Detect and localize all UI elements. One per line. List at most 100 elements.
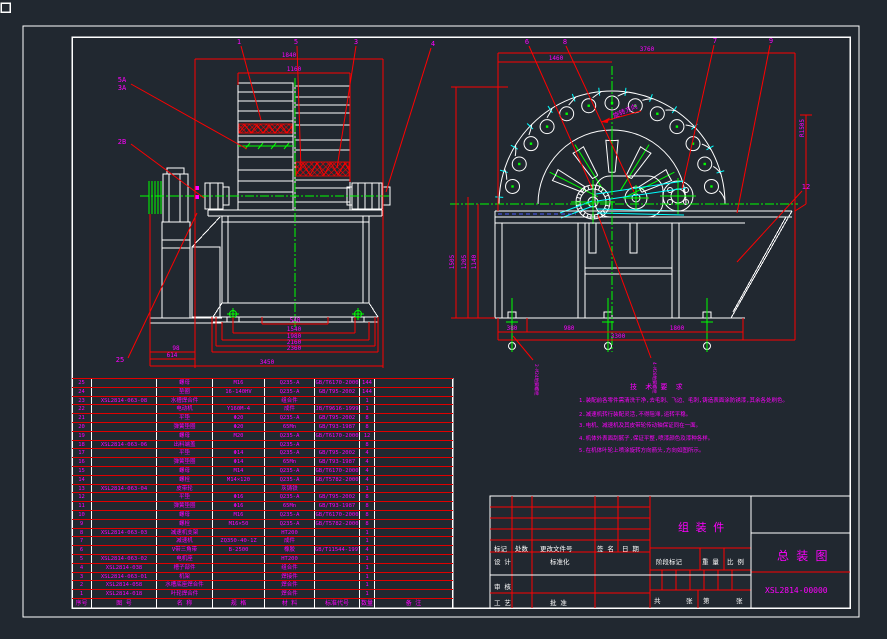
bom-cell: GB/T6170-2000: [315, 432, 360, 440]
svg-text:3760: 3760: [640, 46, 655, 53]
bom-cell: 槽子部件: [157, 564, 213, 572]
bom-cell: 焊合件: [265, 590, 315, 598]
bom-cell: 15: [72, 467, 92, 475]
bom-cell: 弹簧垫圈: [157, 502, 213, 510]
note-line-1: 1.装配前各零件需清洗干净,去毛刺、飞边、毛刺,铸造表面涂防锈漆,其余各处刷色。: [579, 396, 788, 404]
bom-cell: [213, 573, 265, 581]
bom-cell: 1: [72, 590, 92, 598]
bom-cell: [375, 467, 453, 475]
bom-cell: [315, 581, 360, 589]
bom-cell: 电机座: [157, 555, 213, 563]
bom-cell: [375, 573, 453, 581]
svg-text:5A: 5A: [118, 76, 127, 84]
bom-header-cell: 序号: [72, 599, 92, 609]
bom-cell: 皮带轮: [157, 485, 213, 493]
bom-cell: GB/T6170-2000: [315, 467, 360, 475]
bom-cell: Q235-A: [265, 493, 315, 501]
tb-label-gong: 共: [654, 595, 661, 605]
bom-cell: [315, 441, 360, 449]
bom-cell: 水槽焊合件: [157, 397, 213, 405]
bom-cell: 螺母: [157, 511, 213, 519]
bucket-wheel: [495, 88, 725, 204]
bom-cell: GB/T95-2002: [315, 414, 360, 422]
bom-cell: 组合件: [265, 564, 315, 572]
bom-cell: 组合件: [265, 397, 315, 405]
svg-text:3300: 3300: [611, 333, 626, 340]
bom-cell: [375, 537, 453, 545]
bom-cell: 65Mn: [265, 423, 315, 431]
bom-cell: 平垫: [157, 493, 213, 501]
bom-cell: 6: [72, 546, 92, 554]
bom-cell: 1: [360, 397, 375, 405]
bom-cell: XSL2814-038: [92, 564, 157, 572]
bom-cell: 25: [72, 379, 92, 387]
bom-cell: JB/T9616-1999: [315, 405, 360, 413]
svg-text:1205: 1205: [461, 254, 468, 269]
bom-cell: Φ20: [213, 414, 265, 422]
bom-cell: XSL2814-063-02: [92, 555, 157, 563]
svg-text:旋转方向: 旋转方向: [611, 101, 638, 120]
bom-cell: M16: [213, 511, 265, 519]
bom-cell: GB/T95-2002: [315, 449, 360, 457]
bom-cell: [375, 546, 453, 554]
bom-cell: GB/T5782-2000: [315, 476, 360, 484]
svg-text:540: 540: [290, 317, 301, 324]
tb-label-gaiwenjian: 更改文件号: [540, 543, 573, 553]
bom-cell: GB/T5782-2000: [315, 520, 360, 528]
bom-cell: Q235-A: [265, 449, 315, 457]
bom-cell: M16: [213, 379, 265, 387]
bom-cell: XSL2814-063-08: [92, 397, 157, 405]
bom-cell: 成件: [265, 537, 315, 545]
bom-cell: ZQ350-40-1Z: [213, 537, 265, 545]
tb-drawing-number: XSL2814-00000: [765, 586, 828, 595]
bom-cell: 螺母: [157, 467, 213, 475]
bom-cell: Φ16: [213, 502, 265, 510]
bom-cell: GB/T6170-2000: [315, 511, 360, 519]
bom-cell: 12: [360, 432, 375, 440]
bom-cell: [375, 397, 453, 405]
svg-text:1840: 1840: [282, 52, 297, 59]
bom-cell: 12: [72, 493, 92, 501]
right-view-leaders: [513, 45, 806, 360]
svg-text:R1505: R1505: [799, 119, 806, 137]
bom-cell: 8: [360, 520, 375, 528]
rotation-arrow: 旋转方向: [601, 101, 641, 123]
bom-cell: 1: [360, 581, 375, 589]
bom-cell: 水槽底座焊合件: [157, 581, 213, 589]
bom-cell: 4: [360, 476, 375, 484]
bom-cell: 平垫: [157, 414, 213, 422]
tb-label-shenhe: 审 核: [494, 581, 511, 591]
bom-cell: [213, 441, 265, 449]
bom-cell: 9: [72, 520, 92, 528]
bom-cell: [375, 502, 453, 510]
bom-cell: [213, 529, 265, 537]
bom-cell: 11: [72, 502, 92, 510]
bom-cell: 8: [360, 511, 375, 519]
bom-cell: Φ16: [213, 493, 265, 501]
bom-cell: [375, 511, 453, 519]
bom-cell: [92, 405, 157, 413]
bom-cell: [92, 511, 157, 519]
svg-text:380: 380: [507, 325, 518, 332]
bom-cell: [213, 564, 265, 572]
bom-cell: 1: [360, 485, 375, 493]
bom-cell: 8: [360, 423, 375, 431]
bom-cell: 1: [360, 573, 375, 581]
note-line-4: 4.机体外表面刮腻子,保证平整,喷漆颜色及漆种各样。: [579, 434, 713, 442]
svg-text:6: 6: [525, 38, 529, 46]
bom-cell: GB/T93-1987: [315, 502, 360, 510]
svg-text:9: 9: [769, 37, 773, 45]
tb-drawing-name: 总 装 图: [777, 547, 827, 564]
bom-cell: GB/T6170-2000: [315, 379, 360, 387]
bom-header-cell: 图 号: [92, 599, 157, 609]
bom-cell: 17: [72, 449, 92, 457]
tb-label-jieduan: 阶段标记: [656, 556, 682, 566]
bom-cell: [375, 405, 453, 413]
